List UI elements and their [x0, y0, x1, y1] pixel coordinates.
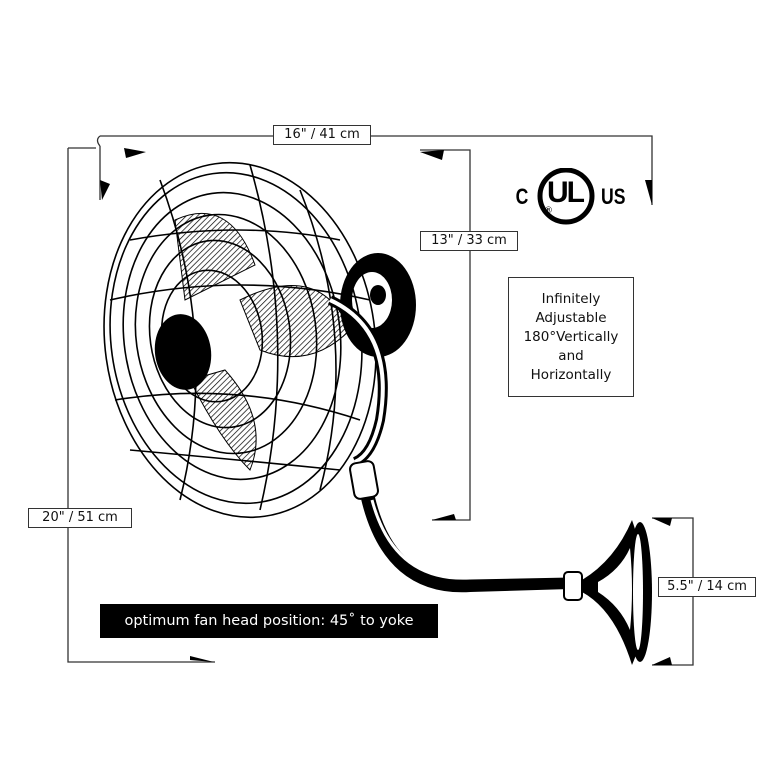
- ul-registered-symbol: ®: [544, 206, 553, 216]
- total-height-dimension-line: [67, 147, 215, 663]
- wall-base-plate: [582, 520, 652, 665]
- head-height-dimension-label: 13" / 33 cm: [420, 231, 518, 251]
- adjustability-info-box: Infinitely Adjustable 180°Vertically and…: [508, 277, 634, 397]
- ul-certification-logo: C UL ® US: [514, 168, 630, 228]
- fan-gooseneck: [361, 496, 583, 601]
- info-line: 180°Vertically: [523, 328, 619, 345]
- ul-circle-icon: [537, 168, 595, 225]
- info-line: Horizontally: [530, 366, 612, 383]
- info-line: and: [558, 347, 584, 364]
- base-dimension-label: 5.5" / 14 cm: [658, 577, 756, 597]
- ul-us-text: US: [601, 184, 626, 209]
- fan-yoke: [327, 295, 388, 500]
- fan-hub: [154, 314, 212, 390]
- width-dimension-label: 16" / 41 cm: [273, 125, 371, 145]
- total-height-dimension-label: 20" / 51 cm: [28, 508, 132, 528]
- ul-c-text: C: [515, 184, 529, 209]
- fan-motor: [340, 253, 416, 357]
- ul-mark-text: UL: [547, 176, 585, 209]
- info-line: Adjustable: [535, 309, 607, 326]
- fan-blades: [174, 212, 351, 471]
- head-height-dimension-line: [420, 149, 471, 521]
- arrowheads: [100, 148, 672, 665]
- head-position-banner: optimum fan head position: 45˚ to yoke: [100, 604, 438, 638]
- info-line: Infinitely: [541, 290, 601, 307]
